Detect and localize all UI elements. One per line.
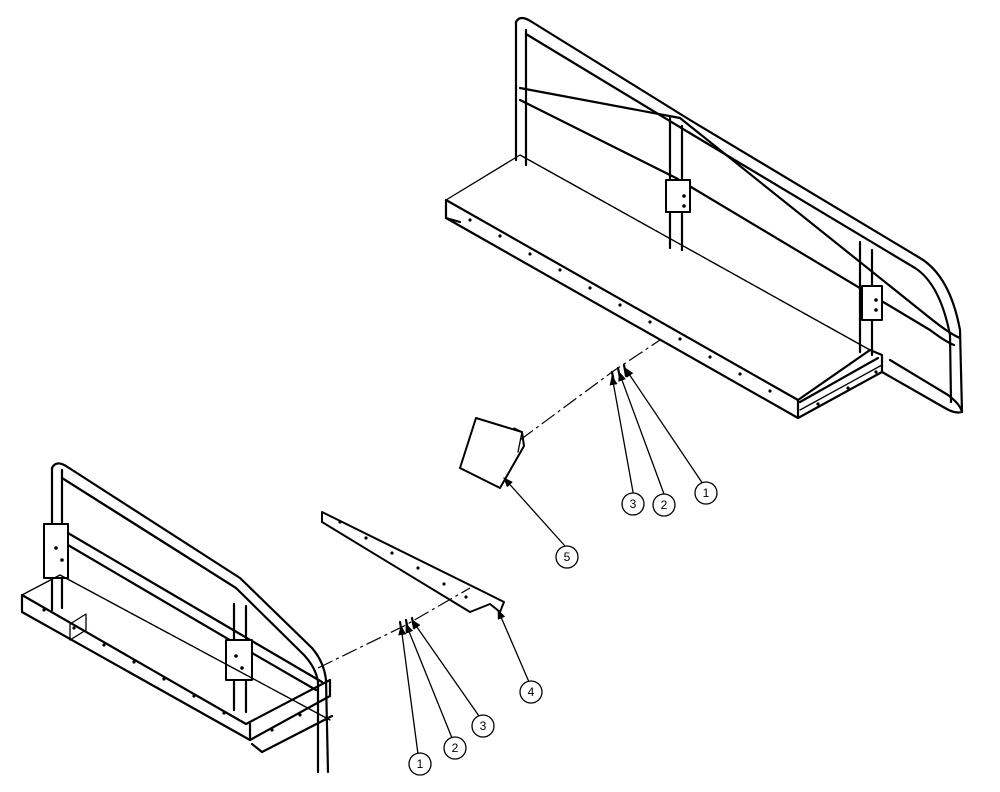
- balloon-1-lower: 1: [408, 752, 432, 776]
- upper-middle-post-bracket: [665, 179, 691, 213]
- lower-middle-bracket: [225, 639, 253, 681]
- upper-top-rail-inner: [524, 32, 953, 404]
- plate-body: [459, 417, 525, 489]
- upper-mid-rail-outer: [518, 86, 962, 340]
- upper-centerline: [519, 154, 871, 351]
- lower-rear-bracket: [43, 523, 69, 579]
- balloon-5: 5: [555, 545, 579, 569]
- upper-deck-front-edge: [444, 198, 884, 420]
- balloon-2-lower: 2: [443, 736, 467, 760]
- lower-top-rail-inner: [60, 476, 238, 590]
- upper-platform-assembly: [444, 16, 964, 420]
- balloon-label: 3: [630, 497, 637, 511]
- lower-deck-holes: [42, 608, 302, 732]
- balloon-2-upper: 2: [652, 493, 676, 517]
- lower-explode-line: [317, 587, 471, 669]
- leaders: [398, 367, 704, 755]
- balloon-3-upper: 3: [621, 492, 645, 516]
- lower-centerline: [59, 574, 331, 721]
- upper-front-post-bracket: [861, 285, 883, 321]
- balloon-label: 3: [480, 719, 487, 733]
- balloon-label: 1: [703, 486, 710, 500]
- balloon-3-lower: 3: [471, 714, 495, 738]
- lower-deck-front: [20, 593, 332, 742]
- balloon-4: 4: [519, 680, 543, 704]
- balloon-1-upper: 1: [694, 481, 718, 505]
- balloon-label: 1: [417, 757, 424, 771]
- balloon-label: 2: [661, 498, 668, 512]
- balloon-label: 2: [452, 741, 459, 755]
- lower-mid-rail: [54, 524, 324, 692]
- lower-deck-end: [248, 714, 334, 754]
- balloon-label: 4: [528, 685, 535, 699]
- lower-platform-assembly: [20, 462, 334, 774]
- upper-mid-rail-inner: [518, 98, 956, 347]
- balloon-label: 5: [564, 550, 571, 564]
- part-5-plate: [459, 417, 525, 489]
- upper-deck-corner: [444, 216, 462, 224]
- lower-deck-latch: [69, 613, 87, 641]
- angle-body: [321, 511, 505, 613]
- upper-deck-end: [796, 356, 880, 420]
- part-4-angle: [321, 511, 505, 613]
- lower-top-rail: [50, 462, 330, 774]
- upper-deck-holes: [468, 218, 878, 406]
- upper-top-rail-outer: [514, 16, 964, 414]
- upper-deck-end-flange: [799, 364, 883, 411]
- upper-rear-post: [514, 20, 528, 167]
- upper-rail-foot: [880, 358, 964, 414]
- plate-fold: [513, 427, 523, 453]
